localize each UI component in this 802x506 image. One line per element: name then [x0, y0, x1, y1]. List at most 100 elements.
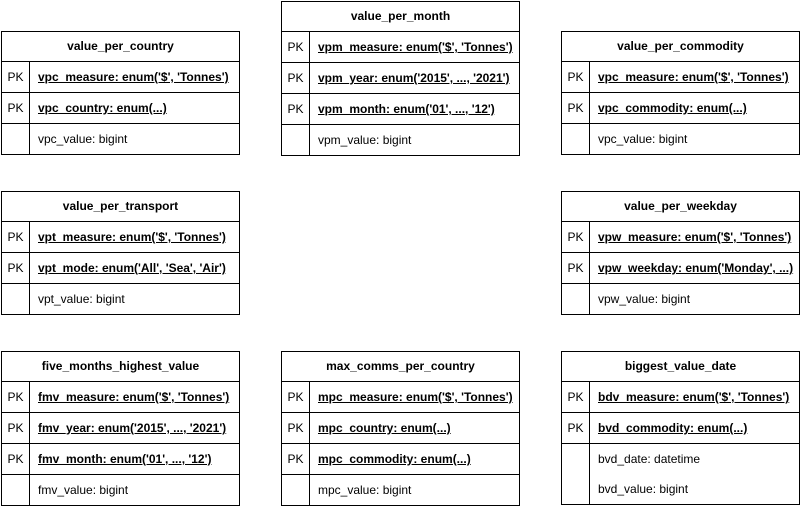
field-label: bvd_commodity: enum(...): [598, 421, 748, 435]
field-label: vpc_value: bigint: [598, 132, 688, 146]
entity-title: biggest_value_date: [562, 352, 799, 382]
field-label: fmv_value: bigint: [38, 483, 129, 497]
field-label: fmv_year: enum('2015', ..., '2021'): [38, 421, 227, 435]
entity-title: value_per_weekday: [562, 192, 799, 222]
entity-row: PK fmv_measure: enum('$', 'Tonnes'): [2, 382, 239, 412]
entity-row: PK vpc_measure: enum('$', 'Tonnes'): [2, 62, 239, 92]
field-label: vpw_weekday: enum('Monday', ...): [598, 261, 794, 275]
entity-row: vpm_value: bigint: [282, 124, 519, 155]
entity-row: mpc_value: bigint: [282, 474, 519, 505]
entity-row: PK fmv_month: enum('01', ..., '12'): [2, 443, 239, 474]
primary-key-label: PK: [562, 93, 590, 123]
entity-row: PK vpm_month: enum('01', ..., '12'): [282, 93, 519, 124]
field-label: vpm_month: enum('01', ..., '12'): [318, 102, 495, 116]
primary-key-label: PK: [282, 94, 310, 124]
entity-title: value_per_transport: [2, 192, 239, 222]
primary-key-label: PK: [562, 382, 590, 412]
entity-row: vpw_value: bigint: [562, 283, 799, 314]
entity-value-per-commodity[interactable]: value_per_commodity PK vpc_measure: enum…: [561, 31, 800, 155]
primary-key-label: PK: [2, 93, 30, 123]
primary-key-label: PK: [2, 253, 30, 283]
field-label: mpc_value: bigint: [318, 483, 412, 497]
entity-max-comms-per-country[interactable]: max_comms_per_country PK mpc_measure: en…: [281, 351, 520, 506]
entity-row: PK vpc_country: enum(...): [2, 92, 239, 123]
primary-key-label: PK: [562, 222, 590, 252]
entity-row: bvd_date: datetime: [562, 443, 799, 474]
field-label: vpc_country: enum(...): [38, 101, 167, 115]
field-label: vpw_measure: enum('$', 'Tonnes'): [598, 230, 792, 244]
field-label: vpt_measure: enum('$', 'Tonnes'): [38, 230, 226, 244]
field-label: vpt_value: bigint: [38, 292, 125, 306]
key-cell: [562, 444, 590, 474]
key-cell: [2, 124, 30, 154]
key-cell: [282, 475, 310, 505]
entity-row: vpc_value: bigint: [2, 123, 239, 154]
field-label: fmv_measure: enum('$', 'Tonnes'): [38, 390, 230, 404]
field-label: vpm_value: bigint: [318, 133, 412, 147]
field-label: bvd_value: bigint: [598, 482, 689, 496]
entity-title: value_per_commodity: [562, 32, 799, 62]
key-cell: [2, 284, 30, 314]
key-cell: [562, 124, 590, 154]
field-label: fmv_month: enum('01', ..., '12'): [38, 452, 212, 466]
key-cell: [282, 125, 310, 155]
entity-value-per-transport[interactable]: value_per_transport PK vpt_measure: enum…: [1, 191, 240, 315]
entity-value-per-month[interactable]: value_per_month PK vpm_measure: enum('$'…: [281, 1, 520, 156]
field-label: vpc_value: bigint: [38, 132, 128, 146]
field-label: vpt_mode: enum('All', 'Sea', 'Air'): [38, 261, 226, 275]
entity-title: five_months_highest_value: [2, 352, 239, 382]
primary-key-label: PK: [282, 63, 310, 93]
entity-row: bvd_value: bigint: [562, 474, 799, 504]
field-label: vpw_value: bigint: [598, 292, 691, 306]
entity-row: PK vpt_mode: enum('All', 'Sea', 'Air'): [2, 252, 239, 283]
entity-row: PK mpc_country: enum(...): [282, 412, 519, 443]
field-label: vpm_measure: enum('$', 'Tonnes'): [318, 40, 513, 54]
field-label: mpc_measure: enum('$', 'Tonnes'): [318, 390, 513, 404]
primary-key-label: PK: [562, 62, 590, 92]
primary-key-label: PK: [2, 382, 30, 412]
entity-row: PK mpc_measure: enum('$', 'Tonnes'): [282, 382, 519, 412]
entity-row: PK fmv_year: enum('2015', ..., '2021'): [2, 412, 239, 443]
entity-row: PK vpc_commodity: enum(...): [562, 92, 799, 123]
entity-value-per-country[interactable]: value_per_country PK vpc_measure: enum('…: [1, 31, 240, 155]
entity-row: PK mpc_commodity: enum(...): [282, 443, 519, 474]
primary-key-label: PK: [562, 413, 590, 443]
primary-key-label: PK: [282, 413, 310, 443]
entity-row: vpc_value: bigint: [562, 123, 799, 154]
entity-row: PK bdv_measure: enum('$', 'Tonnes'): [562, 382, 799, 412]
entity-title: max_comms_per_country: [282, 352, 519, 382]
entity-biggest-value-date[interactable]: biggest_value_date PK bdv_measure: enum(…: [561, 351, 800, 505]
entity-five-months-highest-value[interactable]: five_months_highest_value PK fmv_measure…: [1, 351, 240, 506]
entity-row: fmv_value: bigint: [2, 474, 239, 505]
primary-key-label: PK: [282, 32, 310, 62]
entity-row: PK vpc_measure: enum('$', 'Tonnes'): [562, 62, 799, 92]
entity-row: PK bvd_commodity: enum(...): [562, 412, 799, 443]
entity-row: PK vpt_measure: enum('$', 'Tonnes'): [2, 222, 239, 252]
entity-row: PK vpw_measure: enum('$', 'Tonnes'): [562, 222, 799, 252]
entity-title: value_per_month: [282, 2, 519, 32]
field-label: mpc_country: enum(...): [318, 421, 451, 435]
entity-row: PK vpw_weekday: enum('Monday', ...): [562, 252, 799, 283]
field-label: bvd_date: datetime: [598, 452, 701, 466]
primary-key-label: PK: [2, 413, 30, 443]
primary-key-label: PK: [2, 444, 30, 474]
primary-key-label: PK: [282, 382, 310, 412]
entity-title: value_per_country: [2, 32, 239, 62]
primary-key-label: PK: [562, 253, 590, 283]
field-label: vpc_measure: enum('$', 'Tonnes'): [598, 70, 789, 84]
primary-key-label: PK: [2, 62, 30, 92]
key-cell: [2, 475, 30, 505]
entity-value-per-weekday[interactable]: value_per_weekday PK vpw_measure: enum('…: [561, 191, 800, 315]
key-cell: [562, 284, 590, 314]
primary-key-label: PK: [2, 222, 30, 252]
entity-row: PK vpm_measure: enum('$', 'Tonnes'): [282, 32, 519, 62]
field-label: bdv_measure: enum('$', 'Tonnes'): [598, 390, 790, 404]
key-cell: [562, 474, 590, 504]
field-label: vpm_year: enum('2015', ..., '2021'): [318, 71, 510, 85]
field-label: vpc_measure: enum('$', 'Tonnes'): [38, 70, 229, 84]
entity-row: PK vpm_year: enum('2015', ..., '2021'): [282, 62, 519, 93]
primary-key-label: PK: [282, 444, 310, 474]
entity-row: vpt_value: bigint: [2, 283, 239, 314]
field-label: mpc_commodity: enum(...): [318, 452, 471, 466]
field-label: vpc_commodity: enum(...): [598, 101, 747, 115]
